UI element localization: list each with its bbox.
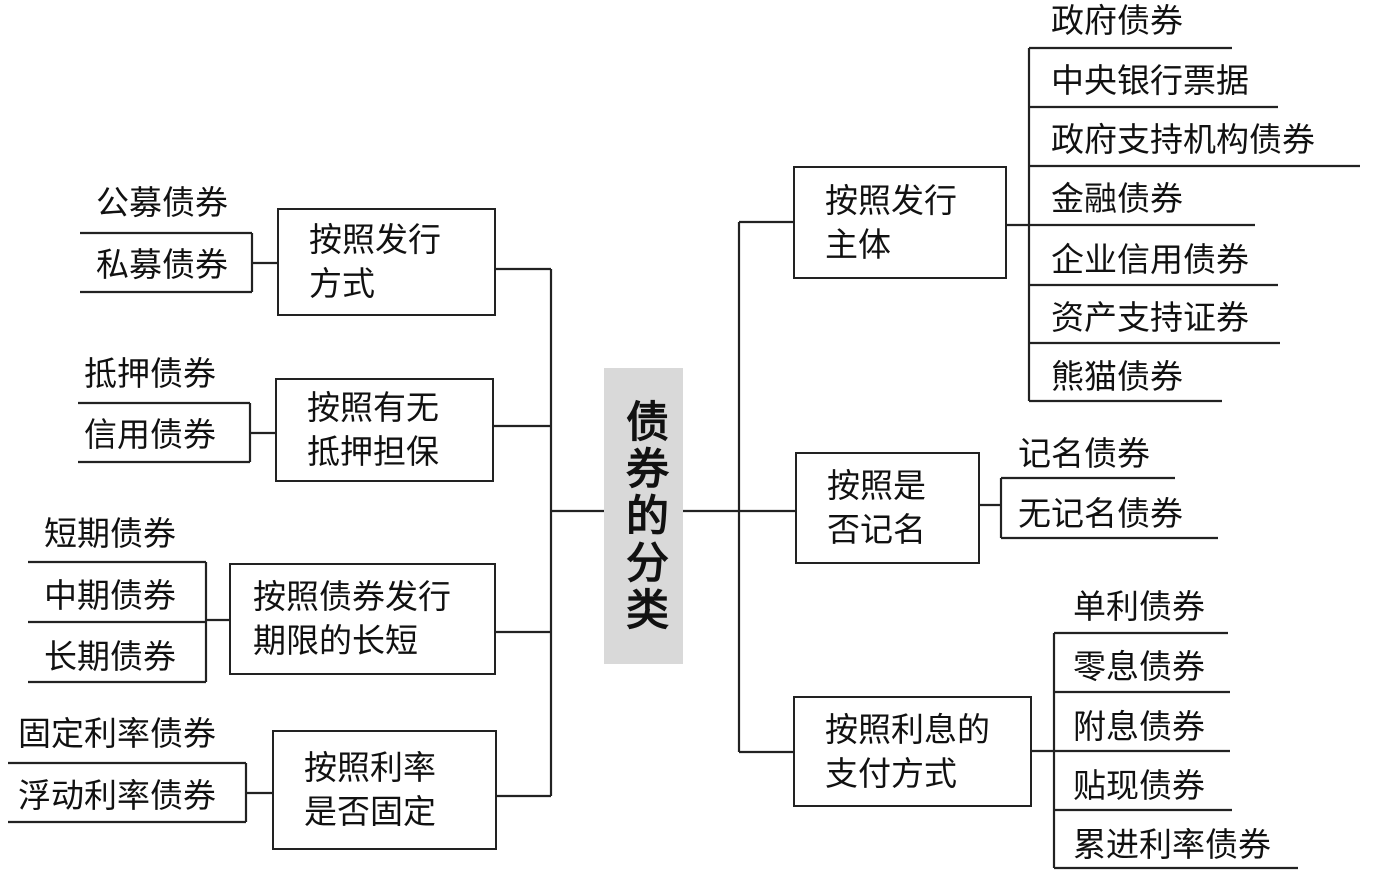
center-node: 债券的分类: [604, 368, 683, 664]
leaf-label: 信用债券: [84, 415, 216, 454]
category-collateral: 按照有无 抵押担保: [275, 378, 494, 482]
leaf-label: 单利债券: [1073, 587, 1205, 626]
category-registered: 按照是 否记名: [795, 452, 980, 564]
category-label: 否记名: [827, 510, 926, 549]
leaf-label: 累进利率债券: [1073, 825, 1271, 864]
category-label: 按照债券发行: [253, 577, 451, 616]
leaf-label: 抵押债券: [84, 354, 216, 393]
category-label: 是否固定: [304, 792, 436, 831]
leaf-label: 固定利率债券: [18, 714, 216, 753]
center-title: 债券的分类: [618, 398, 669, 634]
leaf-label: 附息债券: [1073, 707, 1205, 746]
leaf-label: 记名债券: [1018, 434, 1150, 473]
leaf-label: 中期债券: [44, 576, 176, 615]
leaf-label: 政府债券: [1051, 1, 1183, 40]
leaf-label: 金融债券: [1051, 179, 1183, 218]
category-label: 按照发行: [825, 180, 957, 220]
leaf-label: 政府支持机构债券: [1051, 120, 1315, 159]
leaf-label: 公募债券: [96, 183, 228, 222]
category-label: 期限的长短: [253, 621, 418, 660]
category-issuer: 按照发行 主体: [793, 166, 1007, 279]
category-label: 支付方式: [825, 753, 957, 793]
leaf-label: 浮动利率债券: [18, 776, 216, 815]
category-label: 按照是: [827, 466, 926, 505]
leaf-label: 企业信用债券: [1051, 240, 1249, 279]
category-label: 方式: [309, 264, 375, 303]
category-label: 按照发行: [309, 220, 441, 259]
category-label: 抵押担保: [307, 432, 439, 471]
category-label: 按照有无: [307, 388, 439, 427]
category-issuance-method: 按照发行 方式: [277, 208, 496, 316]
leaf-label: 长期债券: [44, 637, 176, 676]
leaf-label: 熊猫债券: [1051, 357, 1183, 396]
leaf-label: 资产支持证券: [1051, 298, 1249, 337]
leaf-label: 贴现债券: [1073, 766, 1205, 805]
category-label: 按照利率: [304, 748, 436, 787]
category-label: 按照利息的: [825, 709, 990, 749]
category-interest-rate-fixed: 按照利率 是否固定: [272, 730, 497, 850]
leaf-label: 无记名债券: [1018, 494, 1183, 533]
leaf-label: 零息债券: [1073, 647, 1205, 686]
category-label: 主体: [825, 224, 891, 264]
category-maturity: 按照债券发行 期限的长短: [229, 563, 496, 675]
category-interest-payment: 按照利息的 支付方式: [793, 696, 1032, 807]
leaf-label: 私募债券: [96, 245, 228, 284]
leaf-label: 短期债券: [44, 514, 176, 553]
leaf-label: 中央银行票据: [1051, 61, 1249, 100]
